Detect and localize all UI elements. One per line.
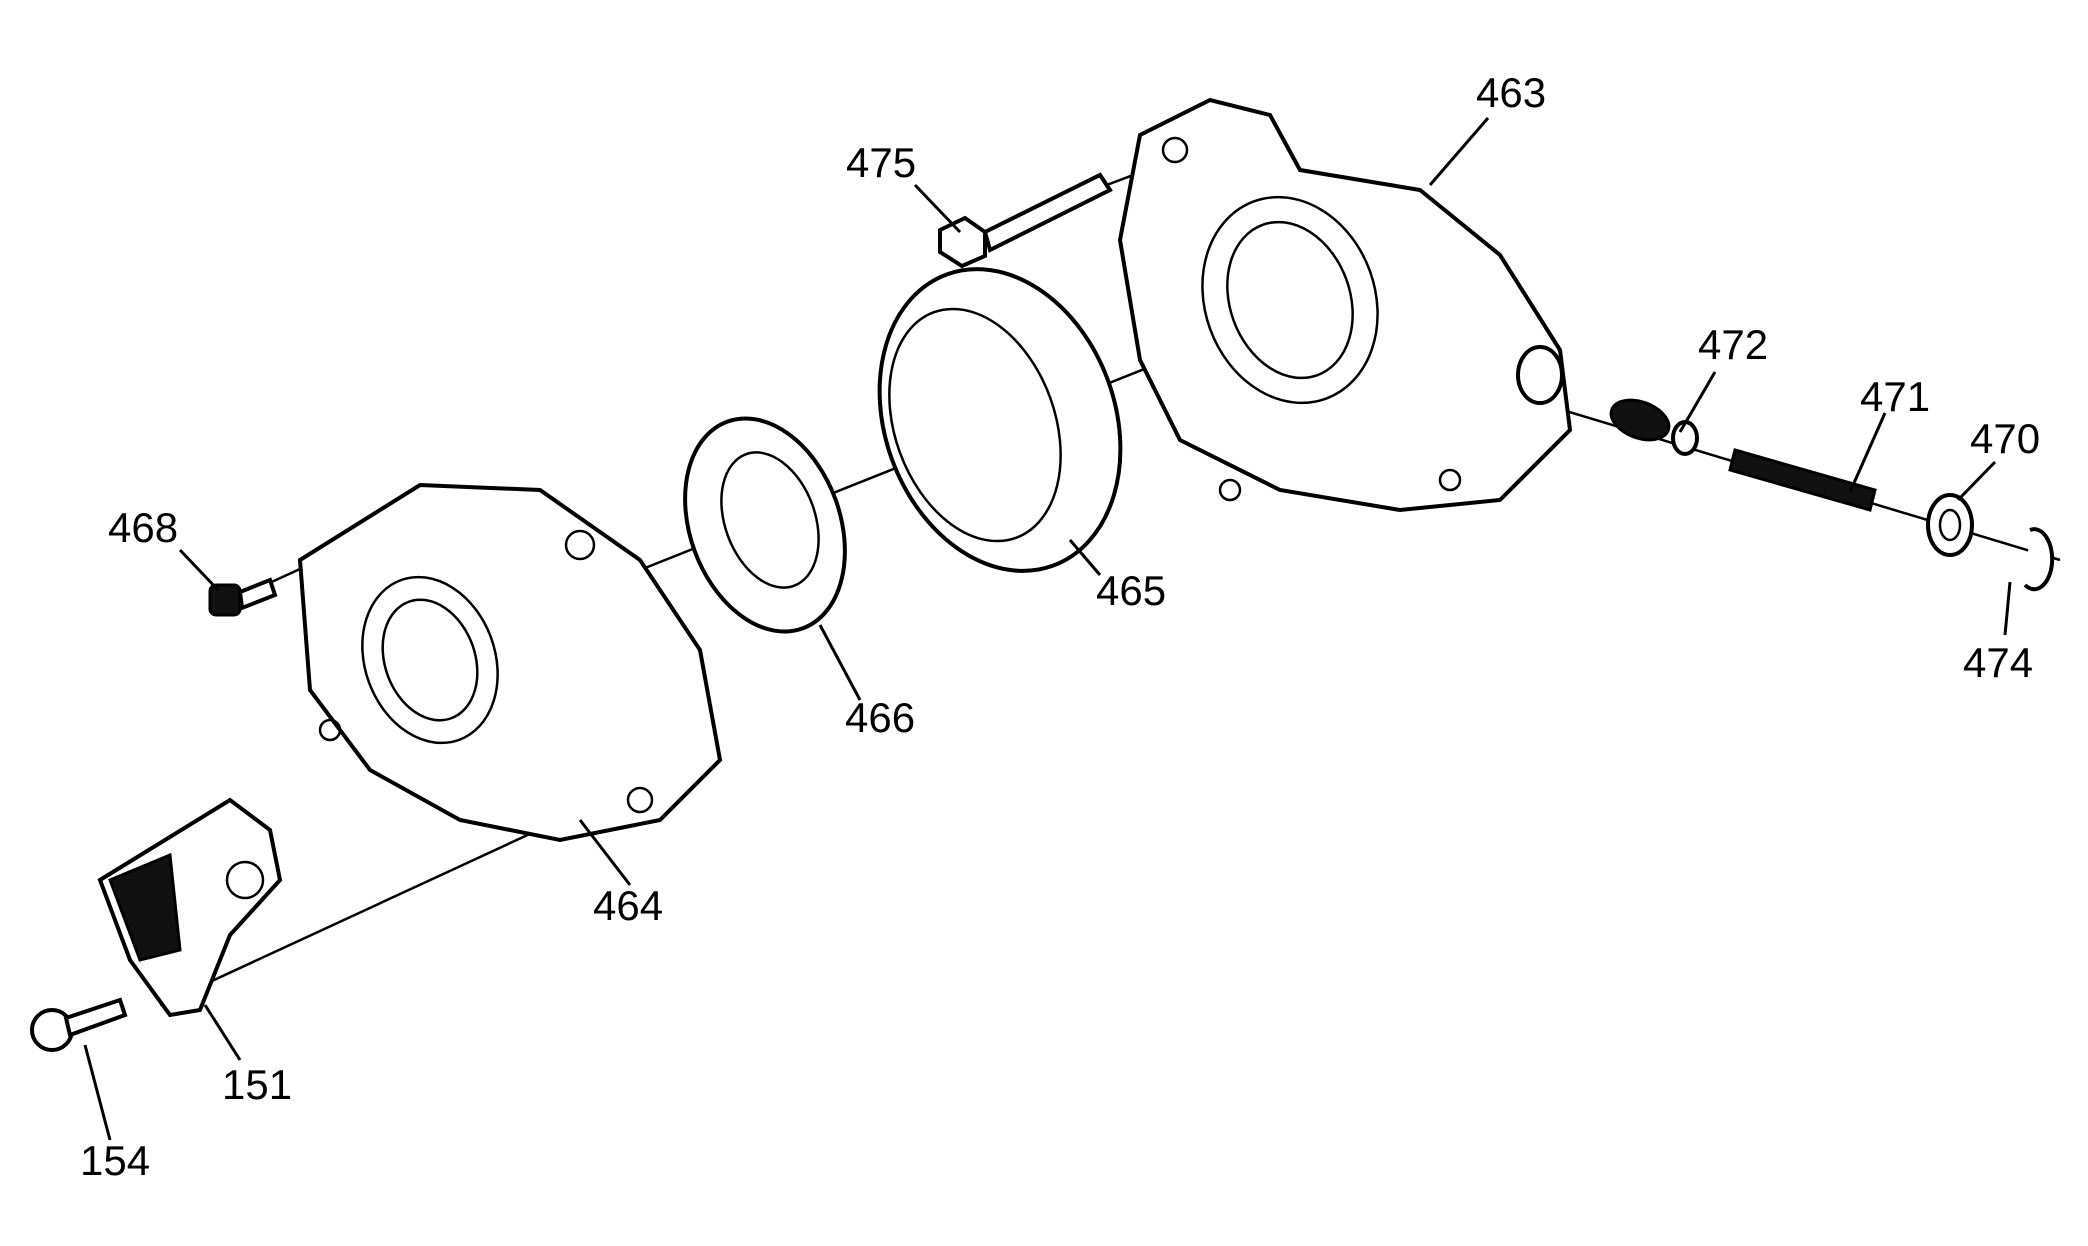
callout-154: 154 xyxy=(80,1137,150,1184)
bolt-475 xyxy=(938,172,1113,269)
spring-471 xyxy=(1728,448,1877,512)
callout-466: 466 xyxy=(845,694,915,741)
retaining-ring-474 xyxy=(2023,527,2055,592)
pump-housing-463 xyxy=(1117,97,1573,513)
callout-472: 472 xyxy=(1698,321,1768,368)
screw-468 xyxy=(208,577,278,617)
valve-470 xyxy=(1926,493,1974,557)
sensor-151 xyxy=(97,797,283,1018)
bolt-154 xyxy=(30,997,128,1052)
callout-labels: 463 475 472 471 470 474 465 466 468 464 … xyxy=(80,69,2040,1184)
callout-151: 151 xyxy=(222,1061,292,1108)
leader-lines xyxy=(83,117,2012,1141)
callout-468: 468 xyxy=(108,504,178,551)
callout-465: 465 xyxy=(1096,567,1166,614)
callout-464: 464 xyxy=(593,882,663,929)
callout-475: 475 xyxy=(846,139,916,186)
callout-471: 471 xyxy=(1860,373,1930,420)
callout-474: 474 xyxy=(1963,639,2033,686)
inner-gear-466 xyxy=(683,416,847,634)
outer-gear-465 xyxy=(877,267,1123,573)
callout-470: 470 xyxy=(1970,415,2040,462)
callout-463: 463 xyxy=(1476,69,1546,116)
spring-472 xyxy=(1609,398,1699,456)
pump-cover-464 xyxy=(297,482,723,843)
